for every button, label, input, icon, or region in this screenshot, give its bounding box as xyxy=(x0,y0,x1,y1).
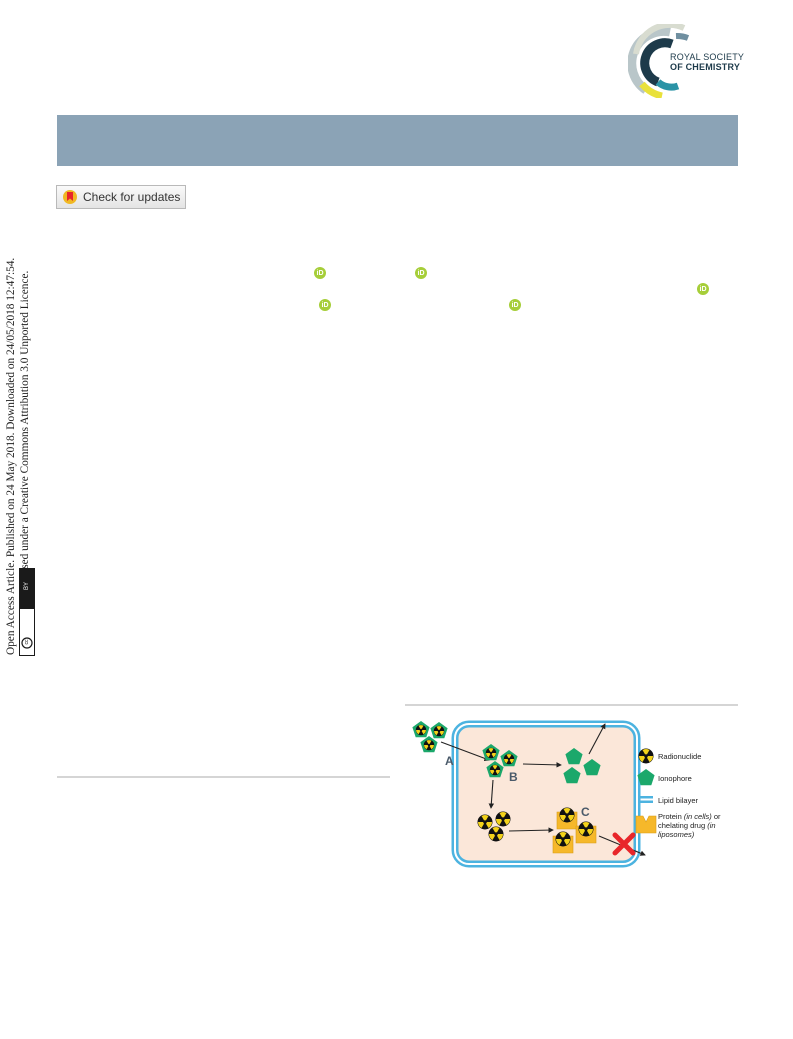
open-access-line: Open Access Article. Published on 24 May… xyxy=(5,257,17,655)
orcid-icon[interactable]: iD xyxy=(697,283,709,295)
rsc-logo-icon xyxy=(628,24,690,98)
orcid-icon[interactable]: iD xyxy=(319,299,331,311)
legend-radionuclide: Radionuclide xyxy=(658,752,701,761)
check-for-updates-label: Check for updates xyxy=(83,190,181,204)
column-rule xyxy=(57,776,390,778)
legend-protein-line3: liposomes) xyxy=(658,830,695,839)
legend-radionuclide-icon xyxy=(638,748,654,764)
legend-protein-line2: chelating drug (in xyxy=(658,821,716,830)
rsc-logo-text: ROYAL SOCIETY OF CHEMISTRY xyxy=(670,52,745,72)
legend-ionophore: Ionophore xyxy=(658,774,692,783)
label-b: B xyxy=(509,770,518,784)
label-a: A xyxy=(445,754,454,768)
legend-protein-line1: Protein (in cells) or xyxy=(658,812,721,821)
cc-icon xyxy=(21,637,33,649)
orcid-icon[interactable]: iD xyxy=(415,267,427,279)
cc-label: cc xyxy=(24,639,30,645)
radionuclide-ionophore-figure: A B C Radionuclide Ionophore Lipid bilay… xyxy=(405,720,721,868)
figure-top-rule xyxy=(405,704,738,706)
legend-lipid-icon xyxy=(639,796,653,803)
journal-banner xyxy=(57,115,738,166)
cc-by-badge[interactable]: cc BY xyxy=(19,568,35,656)
label-c: C xyxy=(581,805,590,819)
cell-membrane xyxy=(451,720,641,868)
blocked-cross-icon xyxy=(612,832,636,856)
legend-lipid-bilayer: Lipid bilayer xyxy=(658,796,699,805)
orcid-icon[interactable]: iD xyxy=(314,267,326,279)
bookmark-icon xyxy=(63,190,77,204)
by-label: BY xyxy=(24,582,30,591)
check-for-updates-button[interactable]: Check for updates xyxy=(56,185,186,209)
legend-chelator-icon xyxy=(635,815,657,834)
complex-outside xyxy=(412,721,429,737)
orcid-icon[interactable]: iD xyxy=(509,299,521,311)
